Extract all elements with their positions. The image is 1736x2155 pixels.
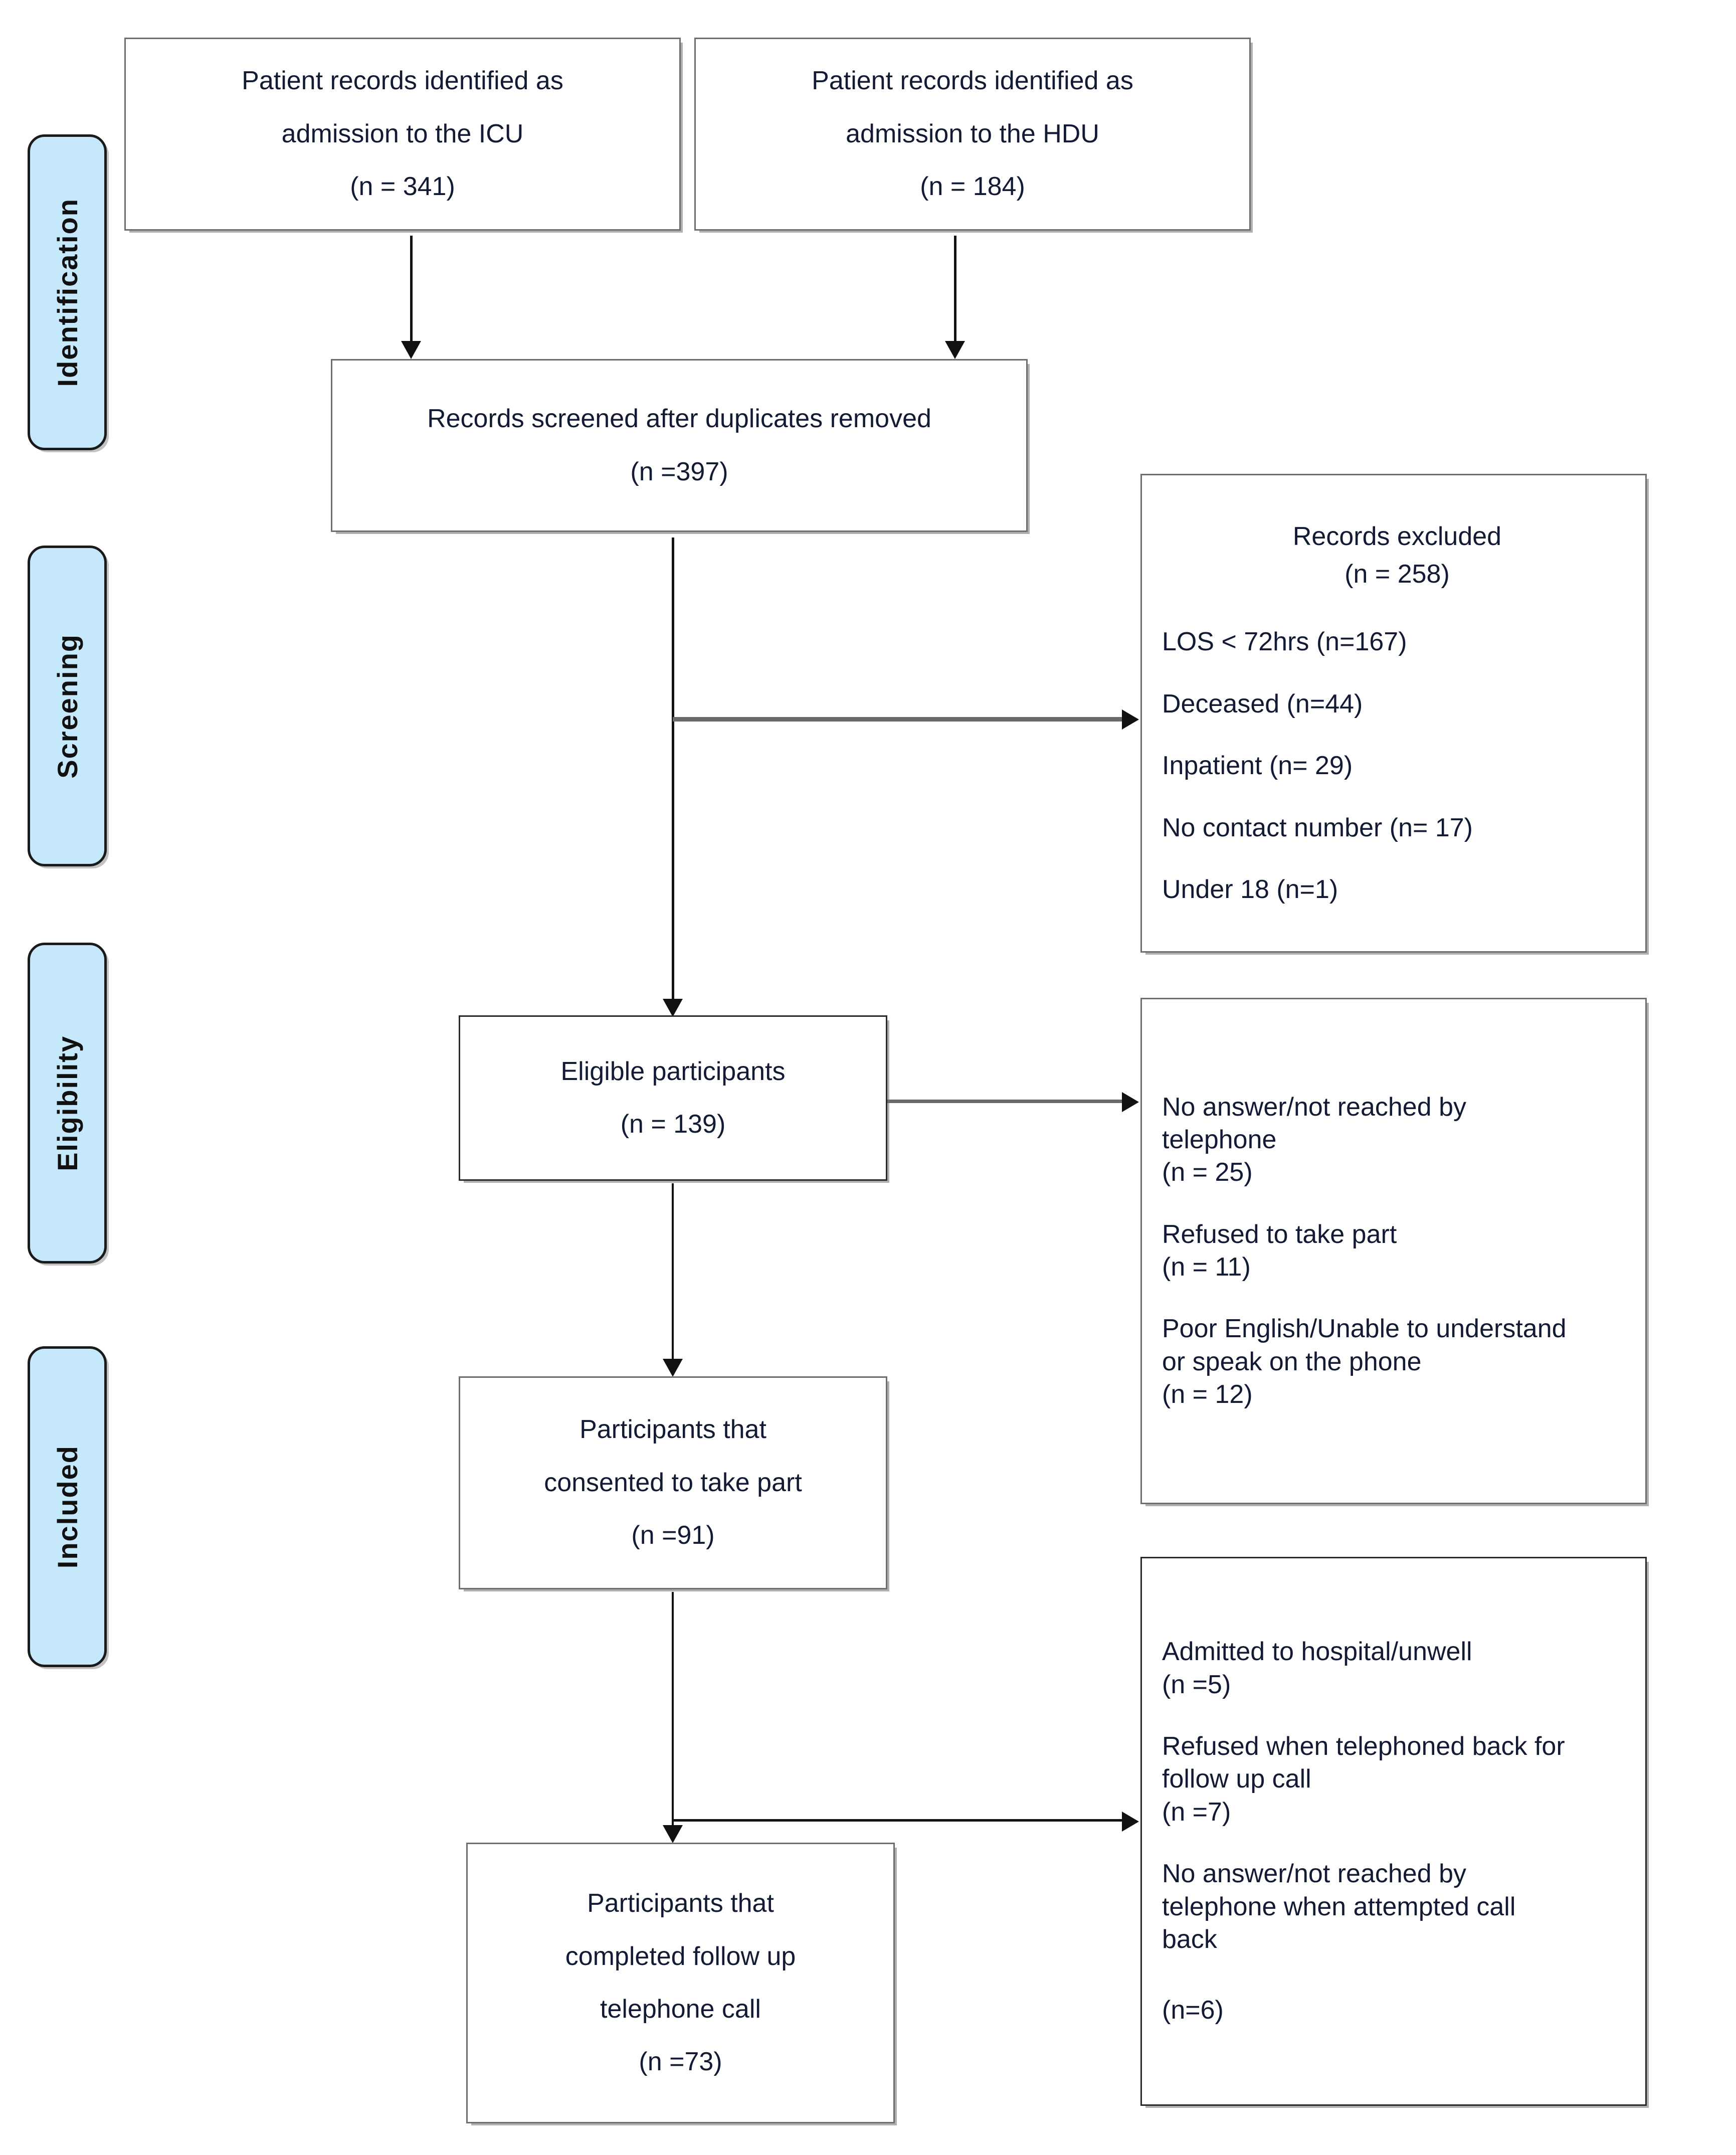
stage-label-eligibility-text: Eligibility [51,1035,83,1171]
fu-excl-2-count: (n =7) [1162,1797,1231,1827]
stage-label-included-text: Included [51,1445,83,1569]
records-excluded-reason-1: LOS < 72hrs (n=167) [1162,627,1407,657]
elig-excl-3-reason-line-1: Poor English/Unable to understand [1162,1314,1567,1344]
completed-count: (n =73) [639,2047,722,2077]
elig-excl-2-count: (n = 11) [1162,1252,1251,1282]
connector-eligible-to-exclusions [887,1100,1123,1103]
records-excluded-reason-5: Under 18 (n=1) [1162,874,1338,904]
arrow-screened-to-excluded [1122,709,1139,730]
stage-label-screening-text: Screening [51,633,83,779]
connector-screened-to-excluded [673,717,1124,722]
fu-excl-3-reason-line-2: telephone when attempted call [1162,1892,1516,1921]
completed-line-1: Participants that [587,1889,774,1918]
box-records-screened: Records screened after duplicates remove… [331,359,1028,532]
records-screened-count: (n =397) [630,457,728,486]
records-screened-line-1: Records screened after duplicates remove… [427,404,931,434]
elig-excl-1-reason-line-1: No answer/not reached by [1162,1092,1467,1122]
arrow-icu-to-screened [401,341,421,359]
connector-consented-to-completed [672,1592,674,1828]
arrow-screened-to-eligible [663,999,683,1017]
consented-line-2: consented to take part [544,1468,802,1497]
fu-excl-1-count: (n =5) [1162,1670,1231,1699]
elig-excl-3-reason-line-2: or speak on the phone [1162,1347,1422,1376]
stage-label-identification-text: Identification [51,198,83,387]
elig-excl-1-reason-line-2: telephone [1162,1125,1277,1154]
records-excluded-count: (n = 258) [1344,560,1450,589]
box-records-excluded: Records excluded (n = 258) LOS < 72hrs (… [1140,474,1647,953]
eligible-line-1: Eligible participants [560,1056,786,1086]
stage-label-screening: Screening [28,546,107,866]
fu-excl-1-reason-line-1: Admitted to hospital/unwell [1162,1637,1472,1667]
box-eligibility-exclusions: No answer/not reached by telephone (n = … [1140,998,1647,1504]
arrow-consented-to-completed [663,1825,683,1843]
arrow-eligible-to-consented [663,1359,683,1377]
elig-excl-2-reason-line-1: Refused to take part [1162,1219,1397,1249]
box-icu-source: Patient records identified as admission … [124,38,681,231]
arrow-hdu-to-screened [945,341,965,359]
fu-excl-3-reason-line-1: No answer/not reached by [1162,1859,1467,1889]
arrow-consented-to-followup-exclusions [1122,1812,1139,1832]
eligible-count: (n = 139) [620,1110,726,1139]
arrow-eligible-to-exclusions [1122,1092,1139,1112]
connector-consented-to-followup-exclusions [672,1819,1123,1822]
elig-excl-1-count: (n = 25) [1162,1158,1253,1187]
box-followup-exclusions: Admitted to hospital/unwell (n =5) Refus… [1140,1557,1647,2106]
box-participants-consented: Participants that consented to take part… [459,1376,887,1589]
completed-line-3: telephone call [600,1995,761,2024]
fu-excl-2-reason-line-1: Refused when telephoned back for [1162,1732,1565,1761]
connector-eligible-to-consented [672,1183,674,1361]
consented-line-1: Participants that [580,1415,766,1445]
box-hdu-source: Patient records identified as admission … [694,38,1251,231]
fu-excl-3-count: (n=6) [1162,1996,1224,2025]
records-excluded-heading: Records excluded [1292,521,1502,551]
completed-line-2: completed follow up [565,1941,796,1971]
box-eligible-participants: Eligible participants (n = 139) [459,1015,887,1181]
box-participants-completed: Participants that completed follow up te… [466,1843,895,2123]
connector-screened-to-eligible [672,537,674,1001]
fu-excl-3-reason-line-3: back [1162,1924,1217,1954]
stage-label-included: Included [28,1346,107,1667]
hdu-source-count: (n = 184) [920,172,1025,202]
connector-hdu-to-screened [954,236,956,343]
records-excluded-reason-3: Inpatient (n= 29) [1162,751,1353,781]
fu-excl-2-reason-line-2: follow up call [1162,1764,1311,1794]
hdu-source-line-2: admission to the HDU [846,119,1099,148]
records-excluded-reason-4: No contact number (n= 17) [1162,813,1473,842]
records-excluded-reason-2: Deceased (n=44) [1162,689,1363,719]
icu-source-line-2: admission to the ICU [281,119,524,148]
elig-excl-3-count: (n = 12) [1162,1380,1253,1409]
icu-source-count: (n = 341) [350,172,455,202]
icu-source-line-1: Patient records identified as [242,66,563,96]
stage-label-eligibility: Eligibility [28,943,107,1264]
stage-label-identification: Identification [28,134,107,450]
consented-count: (n =91) [631,1521,715,1550]
hdu-source-line-1: Patient records identified as [812,66,1133,96]
connector-icu-to-screened [410,236,413,343]
